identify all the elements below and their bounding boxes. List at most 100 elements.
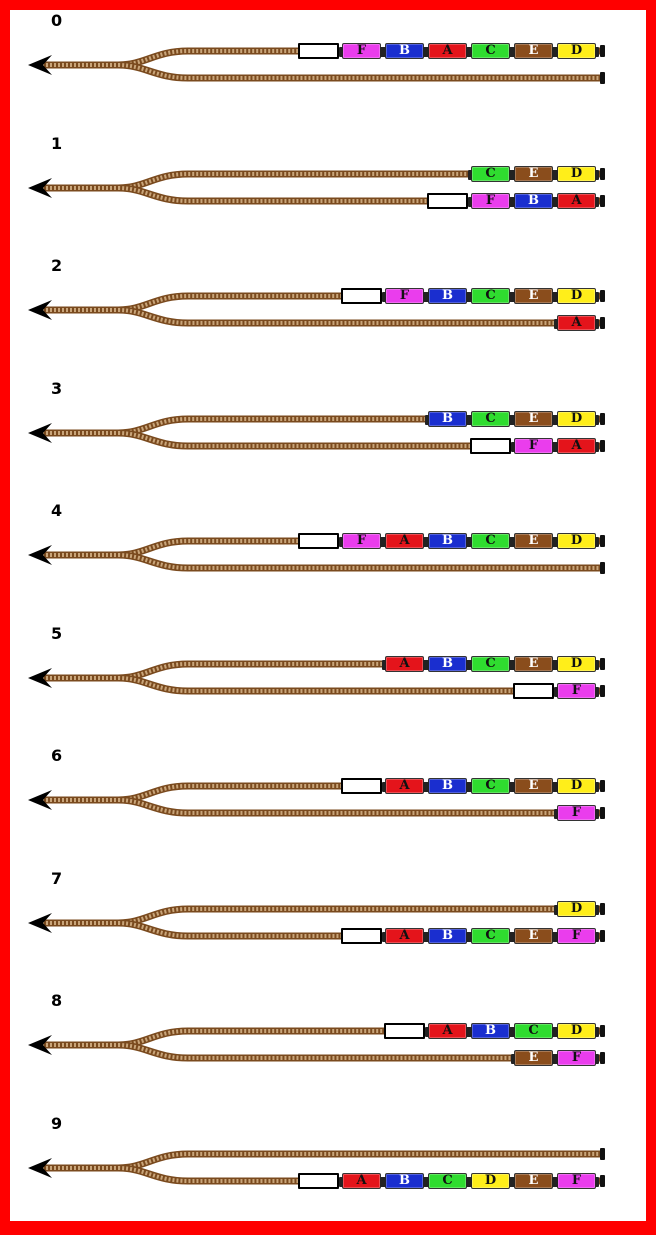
railcar-label: F bbox=[399, 288, 410, 303]
car-end-cap bbox=[423, 932, 427, 942]
railcar-label: B bbox=[399, 43, 410, 58]
car-end-cap bbox=[466, 1177, 470, 1187]
car-end-cap bbox=[382, 537, 386, 547]
railcar-a: A bbox=[425, 43, 470, 59]
railcar-d: D bbox=[554, 656, 599, 672]
railcar-label: A bbox=[399, 778, 410, 793]
upper-siding-buffer bbox=[600, 290, 605, 302]
railcar-e: E bbox=[511, 533, 556, 549]
car-end-cap bbox=[511, 292, 515, 302]
railcar-label: D bbox=[570, 166, 583, 181]
car-end-cap bbox=[468, 782, 472, 792]
car-end-cap bbox=[595, 415, 599, 425]
car-end-cap bbox=[552, 1054, 556, 1064]
car-end-cap bbox=[595, 442, 599, 452]
railcar-label: E bbox=[528, 928, 539, 943]
car-end-cap bbox=[511, 1177, 515, 1187]
railcar-e: E bbox=[511, 288, 556, 304]
railcar-d: D bbox=[554, 288, 599, 304]
locomotive bbox=[298, 1173, 339, 1189]
locomotive bbox=[298, 43, 339, 59]
car-end-cap bbox=[595, 292, 599, 302]
railcar-label: C bbox=[485, 288, 496, 303]
railcar-label: C bbox=[485, 43, 496, 58]
upper-siding-buffer bbox=[600, 1025, 605, 1037]
car-end-cap bbox=[595, 1054, 599, 1064]
car-end-cap bbox=[511, 932, 515, 942]
locomotive bbox=[427, 193, 468, 209]
railcar-label: F bbox=[571, 805, 582, 820]
locomotive bbox=[341, 288, 382, 304]
car-end-cap bbox=[595, 537, 599, 547]
railcar-label: C bbox=[528, 1023, 539, 1038]
railcar-a: A bbox=[554, 438, 599, 454]
car-end-cap bbox=[595, 687, 599, 697]
railcar-a: A bbox=[382, 928, 427, 944]
railcar-label: D bbox=[570, 533, 583, 548]
car-end-cap bbox=[554, 415, 558, 425]
railcar-label: F bbox=[571, 683, 582, 698]
railcar-d: D bbox=[554, 778, 599, 794]
railcar-f: F bbox=[554, 928, 599, 944]
railcar-label: B bbox=[442, 411, 453, 426]
car-end-cap bbox=[380, 47, 384, 57]
car-end-cap bbox=[509, 170, 513, 180]
railcar-label: E bbox=[528, 288, 539, 303]
car-end-cap bbox=[468, 660, 472, 670]
railcar-c: C bbox=[468, 411, 513, 427]
car-end-cap bbox=[552, 660, 556, 670]
railcar-a: A bbox=[554, 315, 599, 331]
car-end-cap bbox=[595, 170, 599, 180]
railcar-label: E bbox=[528, 656, 539, 671]
car-end-cap bbox=[423, 292, 427, 302]
locomotive bbox=[341, 928, 382, 944]
car-end-cap bbox=[509, 292, 513, 302]
car-end-cap bbox=[425, 537, 429, 547]
car-end-cap bbox=[595, 782, 599, 792]
car-end-cap bbox=[595, 905, 599, 915]
railcar-label: A bbox=[356, 1173, 367, 1188]
car-end-cap bbox=[554, 1027, 558, 1037]
railcar-label: E bbox=[528, 166, 539, 181]
railcar-d: D bbox=[554, 533, 599, 549]
car-end-cap bbox=[552, 170, 556, 180]
upper-siding-buffer bbox=[600, 780, 605, 792]
railcar-c: C bbox=[468, 778, 513, 794]
railcar-b: B bbox=[425, 928, 470, 944]
step-number: 8 bbox=[51, 991, 63, 1010]
lower-siding-buffer bbox=[600, 440, 605, 452]
car-end-cap bbox=[509, 932, 513, 942]
car-end-cap bbox=[425, 292, 429, 302]
car-end-cap bbox=[423, 1177, 427, 1187]
car-end-cap bbox=[425, 1177, 429, 1187]
car-end-cap bbox=[468, 537, 472, 547]
car-end-cap bbox=[509, 415, 513, 425]
car-end-cap bbox=[552, 1177, 556, 1187]
lower-siding-buffer bbox=[600, 72, 605, 84]
car-end-cap bbox=[552, 932, 556, 942]
car-end-cap bbox=[468, 415, 472, 425]
railcar-a: A bbox=[339, 1173, 384, 1189]
car-end-cap bbox=[425, 782, 429, 792]
railcar-label: F bbox=[571, 1050, 582, 1065]
railcar-label: E bbox=[528, 411, 539, 426]
railcar-e: E bbox=[511, 43, 556, 59]
car-end-cap bbox=[468, 1027, 472, 1037]
car-end-cap bbox=[511, 1027, 515, 1037]
locomotive bbox=[298, 533, 339, 549]
railcar-b: B bbox=[425, 288, 470, 304]
upper-siding-buffer bbox=[600, 168, 605, 180]
railcar-label: C bbox=[485, 778, 496, 793]
car-end-cap bbox=[554, 197, 558, 207]
car-end-cap bbox=[466, 1027, 470, 1037]
car-end-cap bbox=[509, 1027, 513, 1037]
track-layout bbox=[28, 660, 600, 695]
car-end-cap bbox=[509, 782, 513, 792]
railcar-label: E bbox=[528, 1050, 539, 1065]
step-number: 5 bbox=[51, 624, 63, 643]
car-end-cap bbox=[554, 319, 558, 329]
car-end-cap bbox=[468, 47, 472, 57]
